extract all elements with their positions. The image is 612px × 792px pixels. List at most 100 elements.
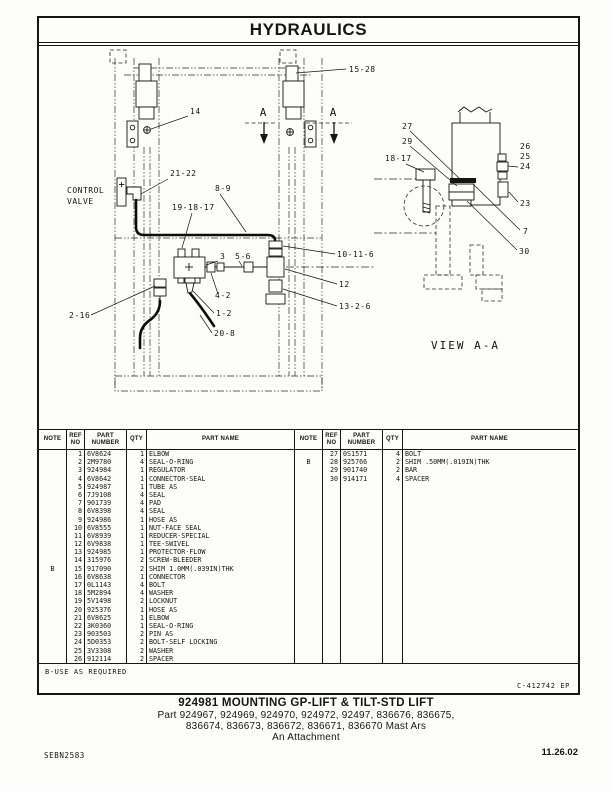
cell-note [295,654,323,663]
page-frame: HYDRAULICS [37,16,580,695]
page-title: HYDRAULICS [249,20,368,39]
cell-pn [341,581,383,590]
callout-3: 3 [220,252,225,261]
tee-fitting-stack [265,240,286,305]
cell-note [39,646,67,655]
table-row [295,482,576,491]
cell-ref [323,613,341,622]
cell-ref: 7 [67,499,85,508]
cell-qty [383,630,403,639]
cell-pn: 2M9780 [85,458,127,467]
cell-qty: 4 [127,499,147,508]
cell-qty: 2 [127,638,147,647]
cell-qty: 1 [127,482,147,491]
cell-name [403,573,576,581]
cell-name: SPACER [149,654,174,663]
cell-ref: 25 [67,646,85,655]
cell-name: SHIM 1.0MM(.039IN)THK [149,564,234,573]
fitting-2-16 [153,278,167,301]
cell-ref [323,556,341,565]
cell-qty: 1 [127,548,147,557]
cell-qty [383,654,403,663]
callout-14: 14 [190,107,201,116]
view-aa-caption: VIEW A-A [431,339,500,352]
cell-ref: 5 [67,482,85,491]
cell-qty: 1 [127,515,147,524]
cell-note [295,482,323,491]
cell-note [39,630,67,639]
cell-pn [341,621,383,631]
cell-qty: 4 [127,490,147,500]
cell-name: ELBOW [149,450,170,458]
table-row [295,589,576,598]
cell-pn: 901739 [85,499,127,508]
cell-pn [341,654,383,663]
cell-note [295,630,323,639]
cell-pn: 6V8555 [85,523,127,532]
callout-7: 7 [523,227,528,236]
cell-name: CONNECTOR [149,572,186,581]
cell-note [39,458,67,467]
cell-name [403,630,576,638]
section-letter-left: A [260,106,269,119]
cell-qty [383,482,403,491]
cell-note [39,572,67,581]
diagram-drawing: A A CONTROL VALVE [67,49,530,392]
cell-pn [341,589,383,598]
cell-pn [341,540,383,549]
cell-pn: 5V1498 [85,597,127,606]
view-aa-callouts: 27 29 18-17 26 25 24 23 7 30 [385,122,530,256]
table-row [295,572,576,581]
cell-ref: 4 [67,474,85,483]
cell-qty: 1 [127,572,147,581]
cell-qty: 1 [127,613,147,622]
cell-name: SEAL [149,507,166,516]
cell-note [39,540,67,549]
cell-ref: 15 [67,564,85,573]
cell-ref [323,490,341,500]
callout-10-11-6: 10-11-6 [337,250,374,259]
title-band: HYDRAULICS [38,18,579,46]
revision-date: 11.26.02 [541,747,578,758]
callout-15-28: 15-28 [349,65,376,74]
cell-note [39,548,67,557]
table-row [295,490,576,500]
cell-name [403,565,576,573]
cell-pn: 903503 [85,630,127,639]
cell-qty: 2 [383,466,403,475]
cell-name: TEE-SWIVEL [149,540,190,549]
cell-qty [383,523,403,532]
caption-attachment: An Attachment [272,731,340,743]
cell-ref [323,499,341,508]
cell-name [403,622,576,630]
caption-title: 924981 MOUNTING GP-LIFT & TILT-STD LIFT [178,697,434,709]
cell-note [295,548,323,557]
section-cut-marks: A A [245,106,352,144]
cell-ref: 29 [323,466,341,475]
page-caption: 924981 MOUNTING GP-LIFT & TILT-STD LIFT … [0,697,612,743]
cell-name [403,516,576,524]
cell-name: HOSE AS [149,515,178,524]
cell-pn: 6V8642 [85,474,127,483]
cell-pn: 912114 [85,654,127,663]
callout-18-17: 18-17 [385,154,412,163]
cell-pn: 5M2894 [85,589,127,598]
callout-4-2: 4-2 [215,291,231,300]
cell-note [39,581,67,590]
header-part-name: PART NAME [201,436,240,443]
cell-note [295,507,323,516]
cell-note [295,605,323,614]
cell-ref [323,621,341,631]
